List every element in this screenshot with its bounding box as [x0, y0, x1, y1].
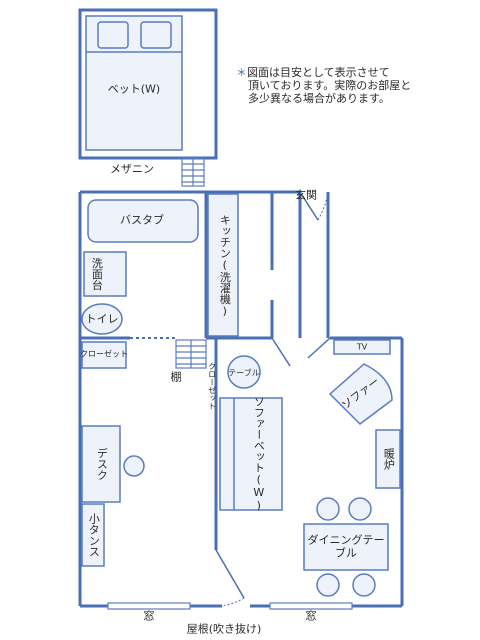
closet	[81, 341, 127, 369]
desk	[81, 425, 121, 503]
note-line-1: 図面は目安として表示させて	[247, 66, 390, 79]
sofa	[328, 363, 393, 425]
toilet-label: トイレ	[85, 312, 119, 326]
washbasin-label: 洗面台	[90, 257, 104, 291]
dining-chair-3	[316, 573, 340, 597]
living-door	[215, 549, 245, 599]
kitchen-label: キッチン(洗濯機)	[218, 214, 232, 318]
sofa-bed-label: ソファーベット(W)	[252, 396, 266, 512]
note-mark: ＊	[236, 66, 247, 79]
window-left-label: 窓	[143, 609, 155, 623]
window-right	[269, 602, 353, 610]
kitchen-door	[271, 337, 291, 367]
tv	[333, 339, 391, 355]
kitchen-counter	[207, 193, 239, 337]
heater	[375, 429, 401, 489]
roof-label: 屋根(吹き抜け)	[186, 622, 262, 636]
bathtub	[87, 199, 199, 243]
entrance-door	[299, 191, 319, 221]
bathtub-label: バスタブ	[120, 213, 164, 227]
dining-chair-1	[316, 497, 340, 521]
toilet	[81, 303, 123, 335]
desk-chair	[123, 455, 145, 477]
mezzanine-room-wall	[78, 8, 218, 160]
table-label: テーブル	[228, 368, 260, 378]
kitchen-door-2	[307, 337, 331, 359]
note-line-2: 頂いております。実際のお部屋と	[248, 79, 412, 92]
small-chest	[81, 503, 105, 567]
pillow-left	[97, 21, 129, 49]
heater-label: 暖炉	[382, 448, 396, 470]
sofa-bed	[219, 397, 283, 511]
round-table	[227, 355, 261, 389]
shelf-label: 棚	[170, 370, 182, 384]
mezzanine-label: メザニン	[110, 162, 154, 176]
living-door-swing	[221, 597, 245, 607]
bed-label: ベット(W)	[107, 82, 161, 96]
disclaimer-note: ＊図面は目安として表示させて 頂いております。実際のお部屋と 多少異なる場合があ…	[236, 66, 436, 105]
small-chest-label: 小タンス	[87, 513, 101, 557]
dining-chair-4	[352, 573, 376, 597]
entrance-label: 玄関	[295, 188, 317, 202]
shelf-ladder	[175, 339, 207, 369]
tv-label: TV	[356, 342, 368, 352]
note-line-3: 多少異なる場合があります。	[248, 92, 390, 105]
window-left	[107, 602, 191, 610]
dining-table	[303, 523, 389, 571]
main-walls	[78, 190, 404, 608]
mezzanine-ladder	[181, 157, 205, 187]
dining-table-label: ダイニングテーブル	[307, 533, 385, 559]
desk-label: デスク	[95, 447, 109, 481]
closet-label: クローゼット	[80, 349, 128, 359]
dining-chair-2	[348, 497, 372, 521]
window-right-label: 窓	[305, 609, 317, 623]
closet-small-label: クローゼット	[207, 362, 217, 410]
washbasin	[83, 251, 127, 297]
pillow-right	[140, 21, 172, 49]
